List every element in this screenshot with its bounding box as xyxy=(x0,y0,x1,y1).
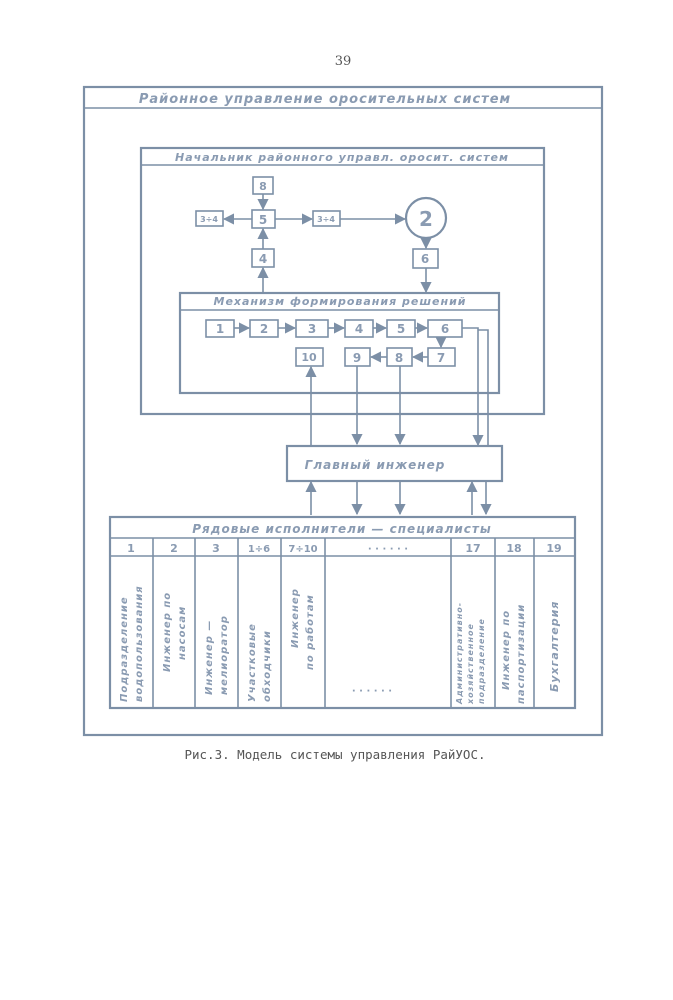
mech-block-8-label: 8 xyxy=(395,351,403,365)
col-label-9: Бухгалтерия xyxy=(548,601,561,692)
chief-title: Начальник районного управл. оросит. сист… xyxy=(175,151,509,164)
col-num-2: 2 xyxy=(170,542,178,555)
col-num-5: 7÷10 xyxy=(288,544,317,555)
col-label-5a: Инженер xyxy=(290,588,301,648)
staff-title: Рядовые исполнители — специалисты xyxy=(192,522,491,536)
block-3-4-right-label: 3÷4 xyxy=(317,215,335,224)
block-8-label: 8 xyxy=(259,180,267,193)
col-label-2b: насосам xyxy=(177,606,188,660)
outer-title: Районное управление оросительных систем xyxy=(139,92,511,107)
staff-column-labels: Подразделение водопользования Инженер по… xyxy=(119,585,561,705)
col-label-8b: паспортизации xyxy=(516,604,527,704)
col-label-4b: обходчики xyxy=(261,630,273,702)
col-num-8: 18 xyxy=(506,542,521,555)
col-label-1a: Подразделение xyxy=(119,596,130,702)
vertical-links xyxy=(305,327,492,516)
col-label-4a: Участковые xyxy=(247,623,258,702)
mechanism-frame xyxy=(178,291,501,395)
col-num-3: 3 xyxy=(212,542,220,555)
col-num-7: 17 xyxy=(465,542,480,555)
figure-caption: Рис.3. Модель системы управления РайУОС. xyxy=(184,747,485,762)
outer-frame xyxy=(82,85,604,737)
col-label-3a: Инженер — xyxy=(204,620,215,695)
mech-block-1-label: 1 xyxy=(216,322,224,336)
mech-block-5-label: 5 xyxy=(397,322,405,336)
col-label-7c: подразделение xyxy=(477,618,486,704)
col-label-6: · · · · · · xyxy=(352,686,392,697)
col-label-1b: водопользования xyxy=(134,585,145,702)
chief-engineer-box xyxy=(285,444,504,483)
mechanism-title: Механизм формирования решений xyxy=(214,295,467,308)
col-label-3b: мелиоратор xyxy=(219,615,230,695)
mech-block-2-label: 2 xyxy=(260,322,268,336)
block-3-4-left-label: 3÷4 xyxy=(200,215,218,224)
chief-frame xyxy=(139,146,546,416)
chief-engineer-label: Главный инженер xyxy=(305,458,446,472)
mech-block-10-label: 10 xyxy=(301,351,317,364)
chief-blocks: 8 3÷4 5 3÷4 2 4 6 xyxy=(195,176,448,269)
col-label-2a: Инженер по xyxy=(162,592,173,672)
mech-block-9-label: 9 xyxy=(353,351,361,365)
col-label-8a: Инженер по xyxy=(501,610,512,690)
block-4-label: 4 xyxy=(259,252,267,266)
mechanism-arrows xyxy=(234,322,447,363)
col-label-7b: хозяйственное xyxy=(466,623,475,705)
chief-arrows xyxy=(222,194,432,294)
circle-2-label: 2 xyxy=(419,207,433,231)
col-label-7a: Административно- xyxy=(455,602,464,705)
staff-column-numbers: 1 2 3 1÷6 7÷10 · · · · · · 17 18 19 xyxy=(127,542,561,555)
block-5-center-label: 5 xyxy=(259,213,267,227)
page-number: 39 xyxy=(335,54,352,69)
mech-block-3-label: 3 xyxy=(308,322,316,336)
mech-block-4-label: 4 xyxy=(355,322,363,336)
staff-table xyxy=(108,515,577,710)
mech-block-6-label: 6 xyxy=(441,322,449,336)
block-6-chief-label: 6 xyxy=(421,252,429,266)
col-num-1: 1 xyxy=(127,542,135,555)
col-num-6: · · · · · · xyxy=(368,544,408,555)
col-label-5b: по работам xyxy=(304,594,316,670)
col-num-4: 1÷6 xyxy=(248,544,270,555)
mech-block-7-label: 7 xyxy=(437,351,445,365)
col-num-9: 19 xyxy=(546,542,561,555)
